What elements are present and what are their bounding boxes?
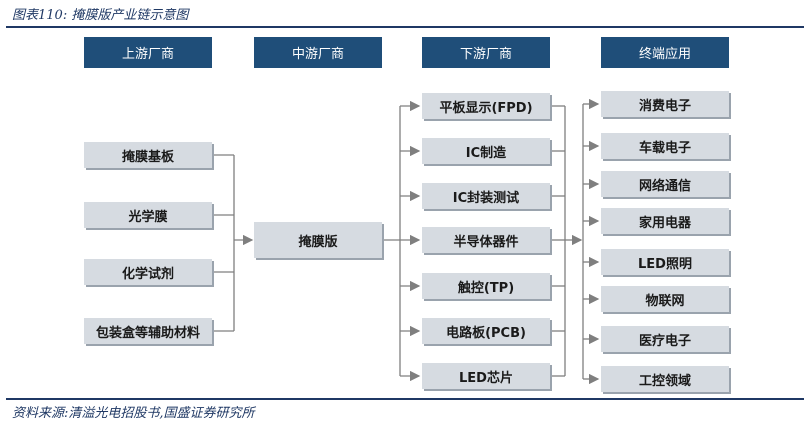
source-note: 资料来源:清溢光电招股书,国盛证券研究所 xyxy=(12,406,255,421)
downstream-box: 电路板(PCB) xyxy=(422,318,550,344)
midstream-box: 掩膜版 xyxy=(254,222,382,258)
terminal-box: 医疗电子 xyxy=(601,326,729,352)
terminal-box: 车载电子 xyxy=(601,133,729,159)
downstream-box: 触控(TP) xyxy=(422,273,550,299)
terminal-box: 家用电器 xyxy=(601,208,729,234)
header-downstream: 下游厂商 xyxy=(422,37,550,68)
figure-title: 图表110: 掩膜版产业链示意图 xyxy=(12,8,189,23)
terminal-box: 消费电子 xyxy=(601,91,729,117)
downstream-box: 平板显示(FPD) xyxy=(422,93,550,119)
header-upstream: 上游厂商 xyxy=(84,37,212,68)
terminal-box: 工控领域 xyxy=(601,366,729,392)
terminal-box: LED照明 xyxy=(601,249,729,275)
downstream-box: 半导体器件 xyxy=(422,227,550,253)
header-terminal: 终端应用 xyxy=(601,37,729,68)
upstream-box: 掩膜基板 xyxy=(84,142,212,168)
header-midstream: 中游厂商 xyxy=(254,37,382,68)
bottom-rule xyxy=(6,398,804,400)
downstream-box: LED芯片 xyxy=(422,363,550,389)
top-rule xyxy=(6,26,804,28)
downstream-box: IC封装测试 xyxy=(422,183,550,209)
upstream-box: 包装盒等辅助材料 xyxy=(84,318,212,344)
terminal-box: 物联网 xyxy=(601,286,729,312)
downstream-box: IC制造 xyxy=(422,138,550,164)
terminal-box: 网络通信 xyxy=(601,171,729,197)
upstream-box: 光学膜 xyxy=(84,202,212,228)
upstream-box: 化学试剂 xyxy=(84,259,212,285)
